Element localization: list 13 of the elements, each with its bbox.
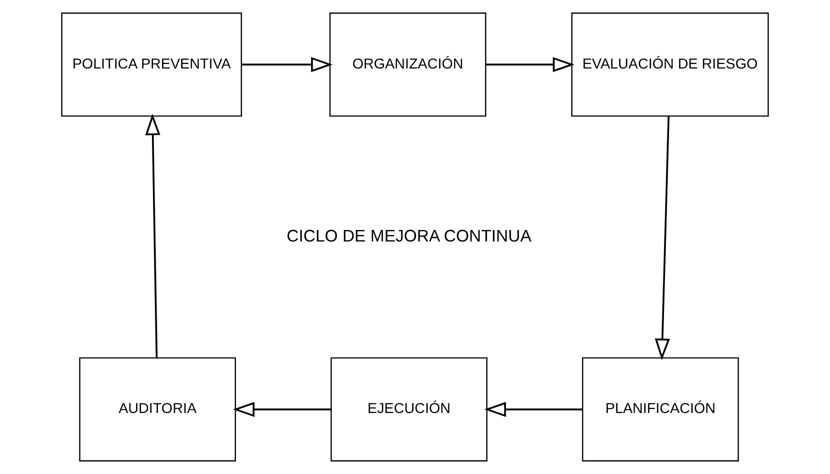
arrow bbox=[486, 57, 574, 72]
arrow bbox=[654, 116, 670, 360]
arrow bbox=[484, 402, 583, 417]
arrow bbox=[242, 57, 333, 72]
node-box: EVALUACIÓN DE RIESGO bbox=[571, 12, 769, 117]
node-box: POLITICA PREVENTIVA bbox=[61, 12, 242, 117]
node-box: PLANIFICACIÓN bbox=[582, 357, 739, 462]
arrow bbox=[232, 402, 332, 417]
arrow bbox=[145, 114, 160, 358]
node-box: EJECUCIÓN bbox=[330, 357, 488, 462]
node-box: ORGANIZACIÓN bbox=[329, 12, 486, 117]
label: CICLO DE MEJORA CONTINUA bbox=[286, 226, 532, 246]
node-box: AUDITORIA bbox=[79, 357, 236, 462]
